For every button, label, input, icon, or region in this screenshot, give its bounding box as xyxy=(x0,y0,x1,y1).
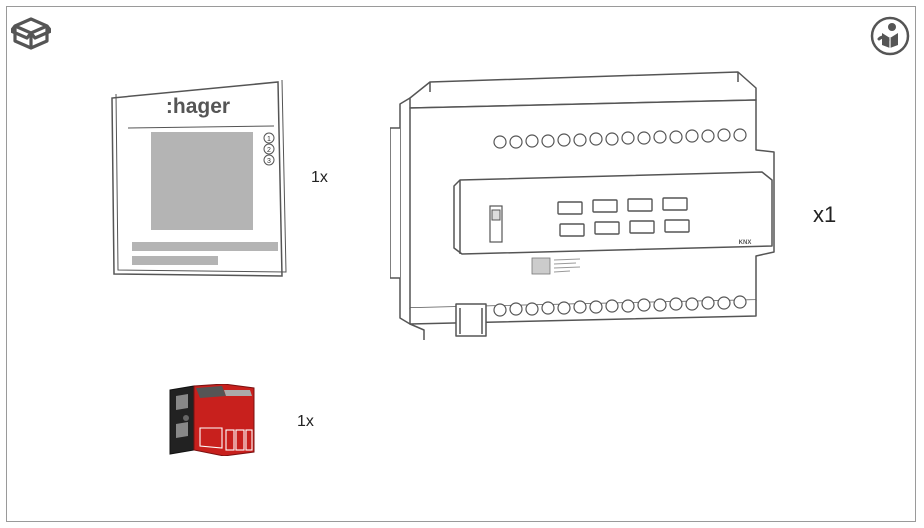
step-number-1: 1 xyxy=(267,136,271,143)
step-number-2: 2 xyxy=(267,147,271,154)
manual-step-numbers: 1 2 3 xyxy=(264,133,274,165)
open-box-icon xyxy=(11,15,51,51)
manual-image-placeholder xyxy=(151,132,253,230)
brand-logo-text: :hager xyxy=(166,95,230,118)
knx-actuator-device: KNX xyxy=(390,68,776,340)
knx-logo: KNX xyxy=(739,240,752,246)
manual-quantity: 1x xyxy=(311,169,328,187)
device-quantity: x1 xyxy=(813,202,836,228)
step-number-3: 3 xyxy=(267,158,271,165)
bus-connector-terminal xyxy=(166,384,258,456)
manual-booklet: 1 2 3 :hager xyxy=(108,80,290,278)
connector-quantity: 1x xyxy=(297,413,314,431)
reading-person-icon xyxy=(870,16,910,56)
